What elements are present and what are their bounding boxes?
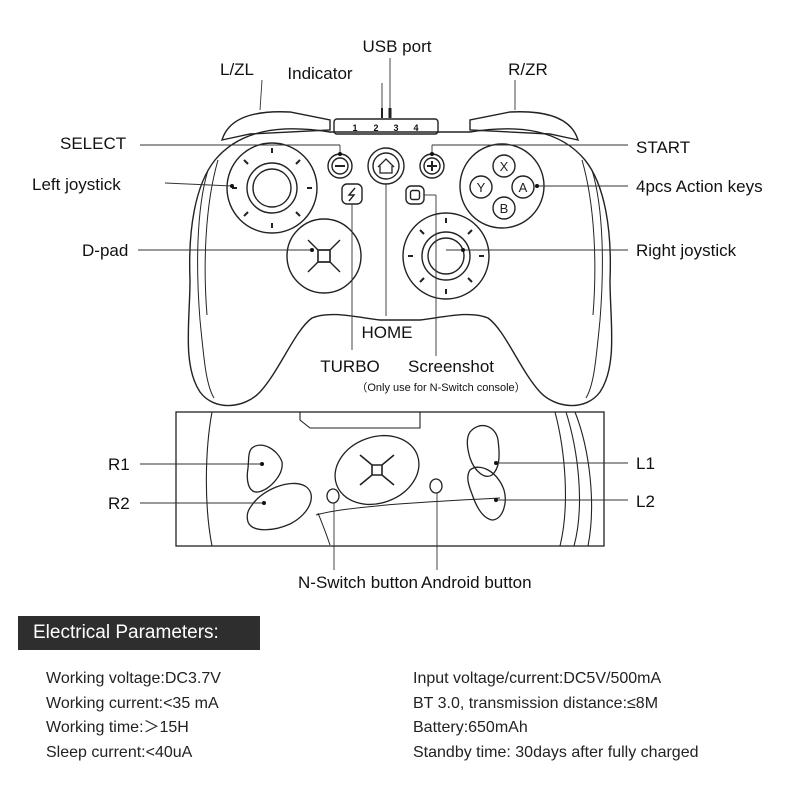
home-button bbox=[367, 147, 405, 185]
leader-dots-front bbox=[230, 152, 539, 252]
back-view-frame bbox=[175, 411, 605, 547]
start-button bbox=[419, 153, 445, 179]
label-rzr: R/ZR bbox=[508, 60, 548, 79]
l2-button bbox=[467, 466, 506, 521]
label-home: HOME bbox=[362, 323, 413, 342]
param-standby-time: Standby time: 30days after fully charged bbox=[413, 743, 699, 761]
indicator-strip bbox=[333, 118, 439, 135]
parameters-right-list: Input voltage/current:DC5V/500mA BT 3.0,… bbox=[413, 667, 699, 765]
leader-lines-front bbox=[138, 58, 628, 356]
left-grip-contour-2 bbox=[204, 159, 219, 316]
param-sleep-current: Sleep current:<40uA bbox=[46, 743, 193, 761]
indicator-led-numbers: 1 2 3 4 bbox=[352, 123, 418, 133]
indicator-led-3: 3 bbox=[393, 123, 398, 133]
label-r2: R2 bbox=[108, 494, 130, 513]
action-key-x bbox=[492, 154, 516, 178]
label-start: START bbox=[636, 138, 690, 157]
action-key-b-letter: B bbox=[500, 201, 509, 216]
indicator-led-1: 1 bbox=[352, 123, 357, 133]
indicator-led-2: 2 bbox=[373, 123, 378, 133]
select-button bbox=[327, 153, 353, 179]
right-grip-contour-2 bbox=[581, 159, 596, 316]
leader-lines-back bbox=[140, 462, 628, 570]
r1-button bbox=[246, 444, 283, 493]
leader-dots-back bbox=[260, 461, 498, 505]
action-key-a bbox=[511, 175, 535, 199]
action-key-a-letter: A bbox=[519, 180, 528, 195]
label-select: SELECT bbox=[60, 134, 126, 153]
back-dpad bbox=[334, 435, 420, 505]
left-grip-contour bbox=[197, 169, 215, 399]
right-joystick bbox=[402, 212, 490, 300]
label-usb-port: USB port bbox=[363, 37, 432, 56]
action-key-letters: X Y A B bbox=[477, 159, 528, 216]
label-screenshot-note: （Only use for N-Switch console） bbox=[356, 381, 525, 394]
label-lzl: L/ZL bbox=[220, 60, 254, 79]
label-l2: L2 bbox=[636, 492, 655, 511]
label-dpad: D-pad bbox=[82, 241, 128, 260]
left-joystick bbox=[226, 142, 318, 234]
controller-front-view bbox=[187, 108, 613, 407]
turbo-button bbox=[341, 183, 363, 205]
label-action-keys: 4pcs Action keys bbox=[636, 177, 763, 196]
left-shoulder-bumper bbox=[220, 111, 331, 141]
parameters-heading: Electrical Parameters: bbox=[18, 616, 260, 650]
screenshot-button bbox=[405, 185, 425, 205]
r2-button bbox=[246, 482, 312, 531]
param-bt-distance: BT 3.0, transmission distance:≤8M bbox=[413, 694, 659, 712]
param-battery: Battery:650mAh bbox=[413, 719, 528, 736]
label-turbo: TURBO bbox=[320, 357, 380, 376]
label-l1: L1 bbox=[636, 454, 655, 473]
action-key-y-letter: Y bbox=[477, 180, 486, 195]
label-left-joystick: Left joystick bbox=[32, 175, 121, 194]
parameters-left-list: Working voltage:DC3.7V Working current:<… bbox=[46, 667, 221, 765]
label-indicator: Indicator bbox=[287, 64, 353, 83]
controller-body-outline bbox=[187, 128, 613, 407]
param-working-voltage: Working voltage:DC3.7V bbox=[46, 670, 221, 687]
param-working-current: Working current:<35 mA bbox=[46, 694, 219, 712]
label-right-joystick: Right joystick bbox=[636, 241, 737, 260]
label-r1: R1 bbox=[108, 455, 130, 474]
right-shoulder-bumper bbox=[469, 111, 580, 141]
action-key-x-letter: X bbox=[500, 159, 509, 174]
android-button bbox=[429, 478, 443, 494]
right-grip-contour bbox=[585, 169, 603, 399]
label-android-button: Android button bbox=[421, 573, 532, 592]
nswitch-button bbox=[326, 488, 340, 504]
controller-back-view bbox=[175, 411, 605, 547]
dpad bbox=[286, 218, 362, 294]
param-input-voltage: Input voltage/current:DC5V/500mA bbox=[413, 670, 662, 687]
action-key-b bbox=[492, 196, 516, 220]
l1-button bbox=[466, 424, 500, 477]
label-screenshot: Screenshot bbox=[408, 357, 494, 376]
param-working-time: Working time:＞15H bbox=[46, 719, 189, 736]
indicator-led-4: 4 bbox=[413, 123, 418, 133]
action-key-y bbox=[469, 175, 493, 199]
label-nswitch-button: N-Switch button bbox=[298, 573, 418, 592]
